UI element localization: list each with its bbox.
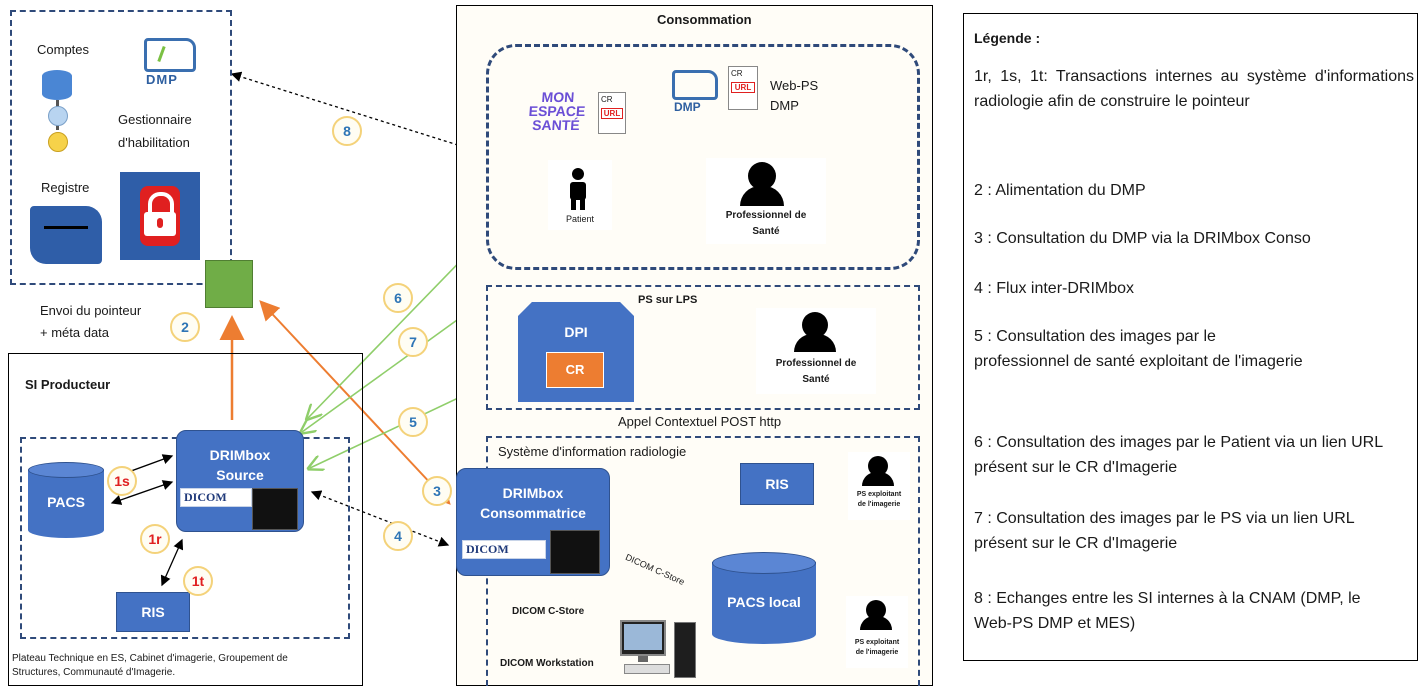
dicom-logo-conso: DICOM xyxy=(462,540,546,559)
sir-title: Système d'information radiologie xyxy=(498,444,687,459)
arrow-4 xyxy=(310,490,450,547)
dmp-logo: DMP xyxy=(138,34,200,88)
badge-3: 3 xyxy=(422,476,452,506)
comptes-label: Comptes xyxy=(37,42,90,57)
legend-item: 2 : Alimentation du DMP xyxy=(974,182,1146,199)
pacs-local-cylinder: PACS local xyxy=(712,552,816,644)
dicom-workstation-label: DICOM Workstation xyxy=(500,658,594,669)
legend-item: 8 : Echanges entre les SI internes à la … xyxy=(974,590,1361,632)
patient-access-group xyxy=(486,44,920,270)
accounts-icon xyxy=(38,70,78,160)
ps-exploitant-top: PS exploitant de l'imagerie xyxy=(848,452,910,520)
pointer-label: Envoi du pointeur + méta data xyxy=(40,303,142,340)
gestionnaire-label: Gestionnaire d'habilitation xyxy=(118,112,192,150)
pacs-cylinder: PACS xyxy=(28,462,104,538)
badge-1r: 1r xyxy=(140,524,170,554)
ris-conso: RIS xyxy=(740,463,814,505)
badge-2: 2 xyxy=(170,312,200,342)
legend-item: 7 : Consultation des images par le PS vi… xyxy=(974,510,1355,552)
registry-scroll-icon xyxy=(30,206,102,264)
cr-url-doc-2: CR URL xyxy=(728,66,758,110)
accounts-panel xyxy=(10,10,232,285)
professionnel-sante-lps: Professionnel de Santé xyxy=(756,308,876,394)
badge-8: 8 xyxy=(332,116,362,146)
legend-item: 4 : Flux inter-DRIMbox xyxy=(974,280,1135,297)
brain-scan-conso xyxy=(550,530,600,574)
dicom-cstore-label: DICOM C-Store xyxy=(512,606,585,617)
brain-scan-source xyxy=(252,488,298,530)
professionnel-sante-top: Professionnel de Santé xyxy=(706,158,826,244)
legend-item: 6 : Consultation des images par le Patie… xyxy=(974,434,1383,476)
ps-sur-lps-panel xyxy=(486,285,920,410)
appel-contextuel-label: Appel Contextuel POST http xyxy=(618,414,782,429)
patient-icon: Patient xyxy=(548,160,612,230)
badge-1t: 1t xyxy=(183,566,213,596)
cr-url-doc-1: CR URL xyxy=(598,92,626,134)
cr-box: CR xyxy=(546,352,604,388)
badge-6: 6 xyxy=(383,283,413,313)
legend-panel: Légende : 1r, 1s, 1t: Transactions inter… xyxy=(963,13,1418,661)
badge-5: 5 xyxy=(398,407,428,437)
workstation-icon xyxy=(620,620,696,682)
dmp-logo-small: DMP xyxy=(668,68,724,116)
badge-1s: 1s xyxy=(107,466,137,496)
consommation-title: Consommation xyxy=(657,12,752,27)
registre-label: Registre xyxy=(41,180,90,195)
lock-icon xyxy=(120,172,200,260)
mon-espace-sante-logo: MON ESPACE SANTÉ xyxy=(528,89,586,133)
ps-sur-lps-title: PS sur LPS xyxy=(638,294,698,306)
arrow-8 xyxy=(230,71,482,155)
webps-label: Web-PS DMP xyxy=(770,78,819,113)
ps-exploitant-bottom: PS exploitant de l'imagerie xyxy=(846,596,908,668)
badge-7: 7 xyxy=(398,327,428,357)
legend-item: 1r, 1s, 1t: Transactions internes au sys… xyxy=(974,68,1414,110)
ris-producteur: RIS xyxy=(116,592,190,632)
badge-4: 4 xyxy=(383,521,413,551)
legend-title: Légende : xyxy=(974,30,1041,46)
legend-item: 5 : Consultation des images par le profe… xyxy=(974,328,1303,370)
dicom-logo-source: DICOM xyxy=(180,488,252,507)
legend-item: 3 : Consultation du DMP via la DRIMbox C… xyxy=(974,230,1311,247)
si-producteur-footer: Plateau Technique en ES, Cabinet d'image… xyxy=(12,653,288,678)
si-producteur-title: SI Producteur xyxy=(25,377,111,392)
pointer-square xyxy=(205,260,253,308)
